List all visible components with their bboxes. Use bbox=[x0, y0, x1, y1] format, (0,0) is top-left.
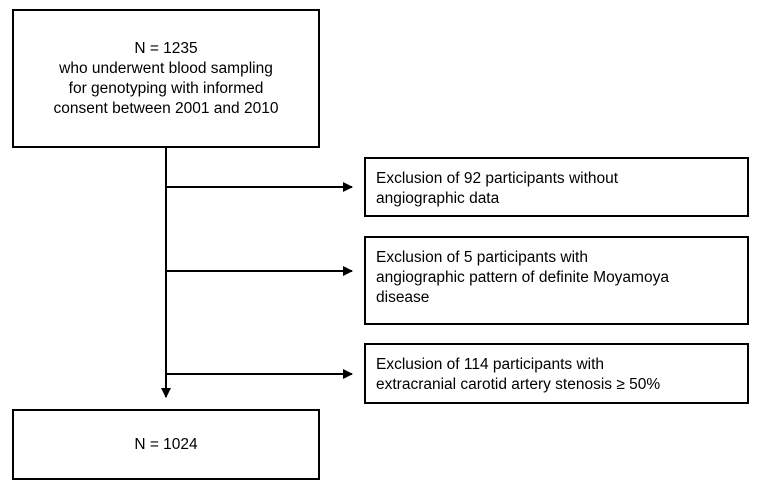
final-cohort-line: N = 1024 bbox=[134, 435, 198, 453]
enrollment-line: for genotyping with informed bbox=[68, 79, 264, 97]
exclusion-line: disease bbox=[376, 289, 430, 306]
exclusion-line: Exclusion of 114 participants with bbox=[376, 356, 605, 373]
enrollment-box: N = 1235 who underwent blood sampling fo… bbox=[12, 9, 320, 148]
enrollment-line: consent between 2001 and 2010 bbox=[53, 99, 279, 117]
exclusion-box-moyamoya: Exclusion of 5 participants with angiogr… bbox=[364, 236, 749, 325]
exclusion-line: Exclusion of 92 participants without bbox=[376, 170, 619, 187]
exclusion-box-carotid-stenosis: Exclusion of 114 participants with extra… bbox=[364, 343, 749, 404]
exclusion-line: angiographic data bbox=[376, 190, 500, 207]
exclusion-line: angiographic pattern of definite Moyamoy… bbox=[376, 269, 669, 286]
enrollment-line: N = 1235 bbox=[134, 39, 198, 57]
exclusion-line: Exclusion of 5 participants with bbox=[376, 249, 588, 266]
exclusion-box-no-angiographic-data: Exclusion of 92 participants without ang… bbox=[364, 157, 749, 217]
exclusion-line: extracranial carotid artery stenosis ≥ 5… bbox=[376, 376, 661, 393]
enrollment-line: who underwent blood sampling bbox=[59, 59, 273, 77]
final-cohort-box: N = 1024 bbox=[12, 409, 320, 480]
